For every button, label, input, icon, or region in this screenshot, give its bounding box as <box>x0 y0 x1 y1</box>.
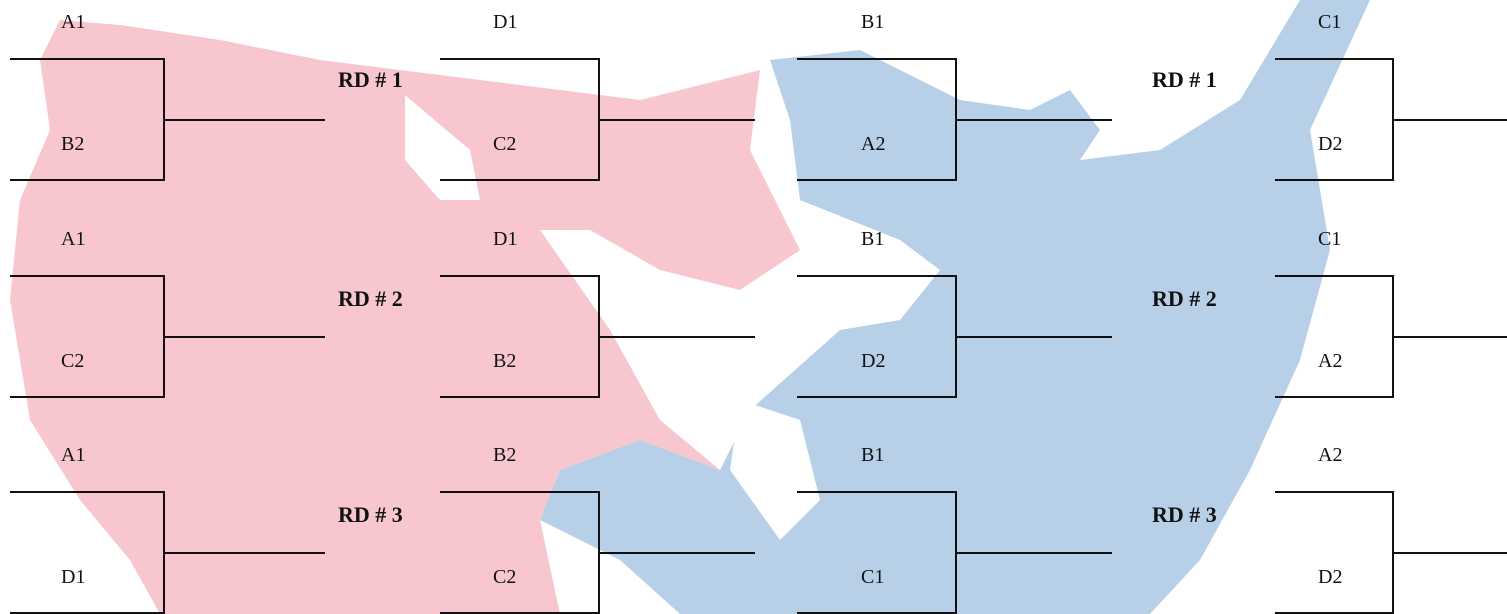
bracket-bottom-line <box>797 179 955 181</box>
left-region-shape <box>10 20 800 614</box>
bracket-winner-line <box>598 336 755 338</box>
team-top: C1 <box>1318 228 1342 250</box>
bracket-winner-line <box>1392 336 1507 338</box>
bracket-winner-line <box>163 119 325 121</box>
team-top: C1 <box>1318 11 1342 33</box>
bracket-bottom-line <box>440 179 598 181</box>
bracket-top-line <box>440 275 598 277</box>
round-label: RD # 2 <box>338 286 403 311</box>
team-bottom: A2 <box>861 133 886 155</box>
bracket-bottom-line <box>1275 396 1392 398</box>
bracket-bottom-line <box>797 396 955 398</box>
team-top: B1 <box>861 11 885 33</box>
round-label: RD # 3 <box>338 502 403 527</box>
right-shape-cutout <box>730 400 820 540</box>
bracket-winner-line <box>1392 552 1507 554</box>
team-top: B1 <box>861 228 885 250</box>
bracket-top-line <box>1275 275 1392 277</box>
bracket-bottom-line <box>10 179 163 181</box>
bracket-bottom-line <box>440 396 598 398</box>
round-label: RD # 1 <box>338 67 403 92</box>
bracket-top-line <box>1275 58 1392 60</box>
bracket-top-line <box>10 58 163 60</box>
bracket-winner-line <box>955 336 1112 338</box>
round-label: RD # 3 <box>1152 502 1217 527</box>
bracket-top-line <box>10 275 163 277</box>
bracket-winner-line <box>1392 119 1507 121</box>
team-bottom: D2 <box>1318 133 1343 155</box>
bracket-top-line <box>797 491 955 493</box>
team-bottom: B2 <box>61 133 85 155</box>
team-top: A1 <box>61 444 86 466</box>
team-top: A2 <box>1318 444 1343 466</box>
bracket-top-line <box>797 58 955 60</box>
bracket-bottom-line <box>797 612 955 614</box>
team-bottom: D1 <box>61 566 86 588</box>
bracket-top-line <box>440 491 598 493</box>
bracket-bottom-line <box>1275 179 1392 181</box>
team-bottom: D2 <box>1318 566 1343 588</box>
team-top: D1 <box>493 11 518 33</box>
bracket-bottom-line <box>440 612 598 614</box>
team-top: B1 <box>861 444 885 466</box>
bracket-bottom-line <box>10 396 163 398</box>
team-bottom: B2 <box>493 350 517 372</box>
team-top: A1 <box>61 228 86 250</box>
team-bottom: C2 <box>61 350 85 372</box>
round-label: RD # 2 <box>1152 286 1217 311</box>
bracket-winner-line <box>163 552 325 554</box>
team-top: A1 <box>61 11 86 33</box>
team-bottom: A2 <box>1318 350 1343 372</box>
bracket-top-line <box>1275 491 1392 493</box>
bracket-top-line <box>440 58 598 60</box>
team-bottom: C2 <box>493 566 517 588</box>
bracket-winner-line <box>163 336 325 338</box>
bracket-top-line <box>10 491 163 493</box>
bracket-winner-line <box>598 119 755 121</box>
bracket-top-line <box>797 275 955 277</box>
bracket-winner-line <box>598 552 755 554</box>
bracket-winner-line <box>955 552 1112 554</box>
bracket-bottom-line <box>10 612 163 614</box>
team-top: D1 <box>493 228 518 250</box>
team-bottom: D2 <box>861 350 886 372</box>
bracket-bottom-line <box>1275 612 1392 614</box>
team-top: B2 <box>493 444 517 466</box>
team-bottom: C1 <box>861 566 885 588</box>
bracket-winner-line <box>955 119 1112 121</box>
left-shape-cutout <box>405 95 480 200</box>
round-label: RD # 1 <box>1152 67 1217 92</box>
team-bottom: C2 <box>493 133 517 155</box>
